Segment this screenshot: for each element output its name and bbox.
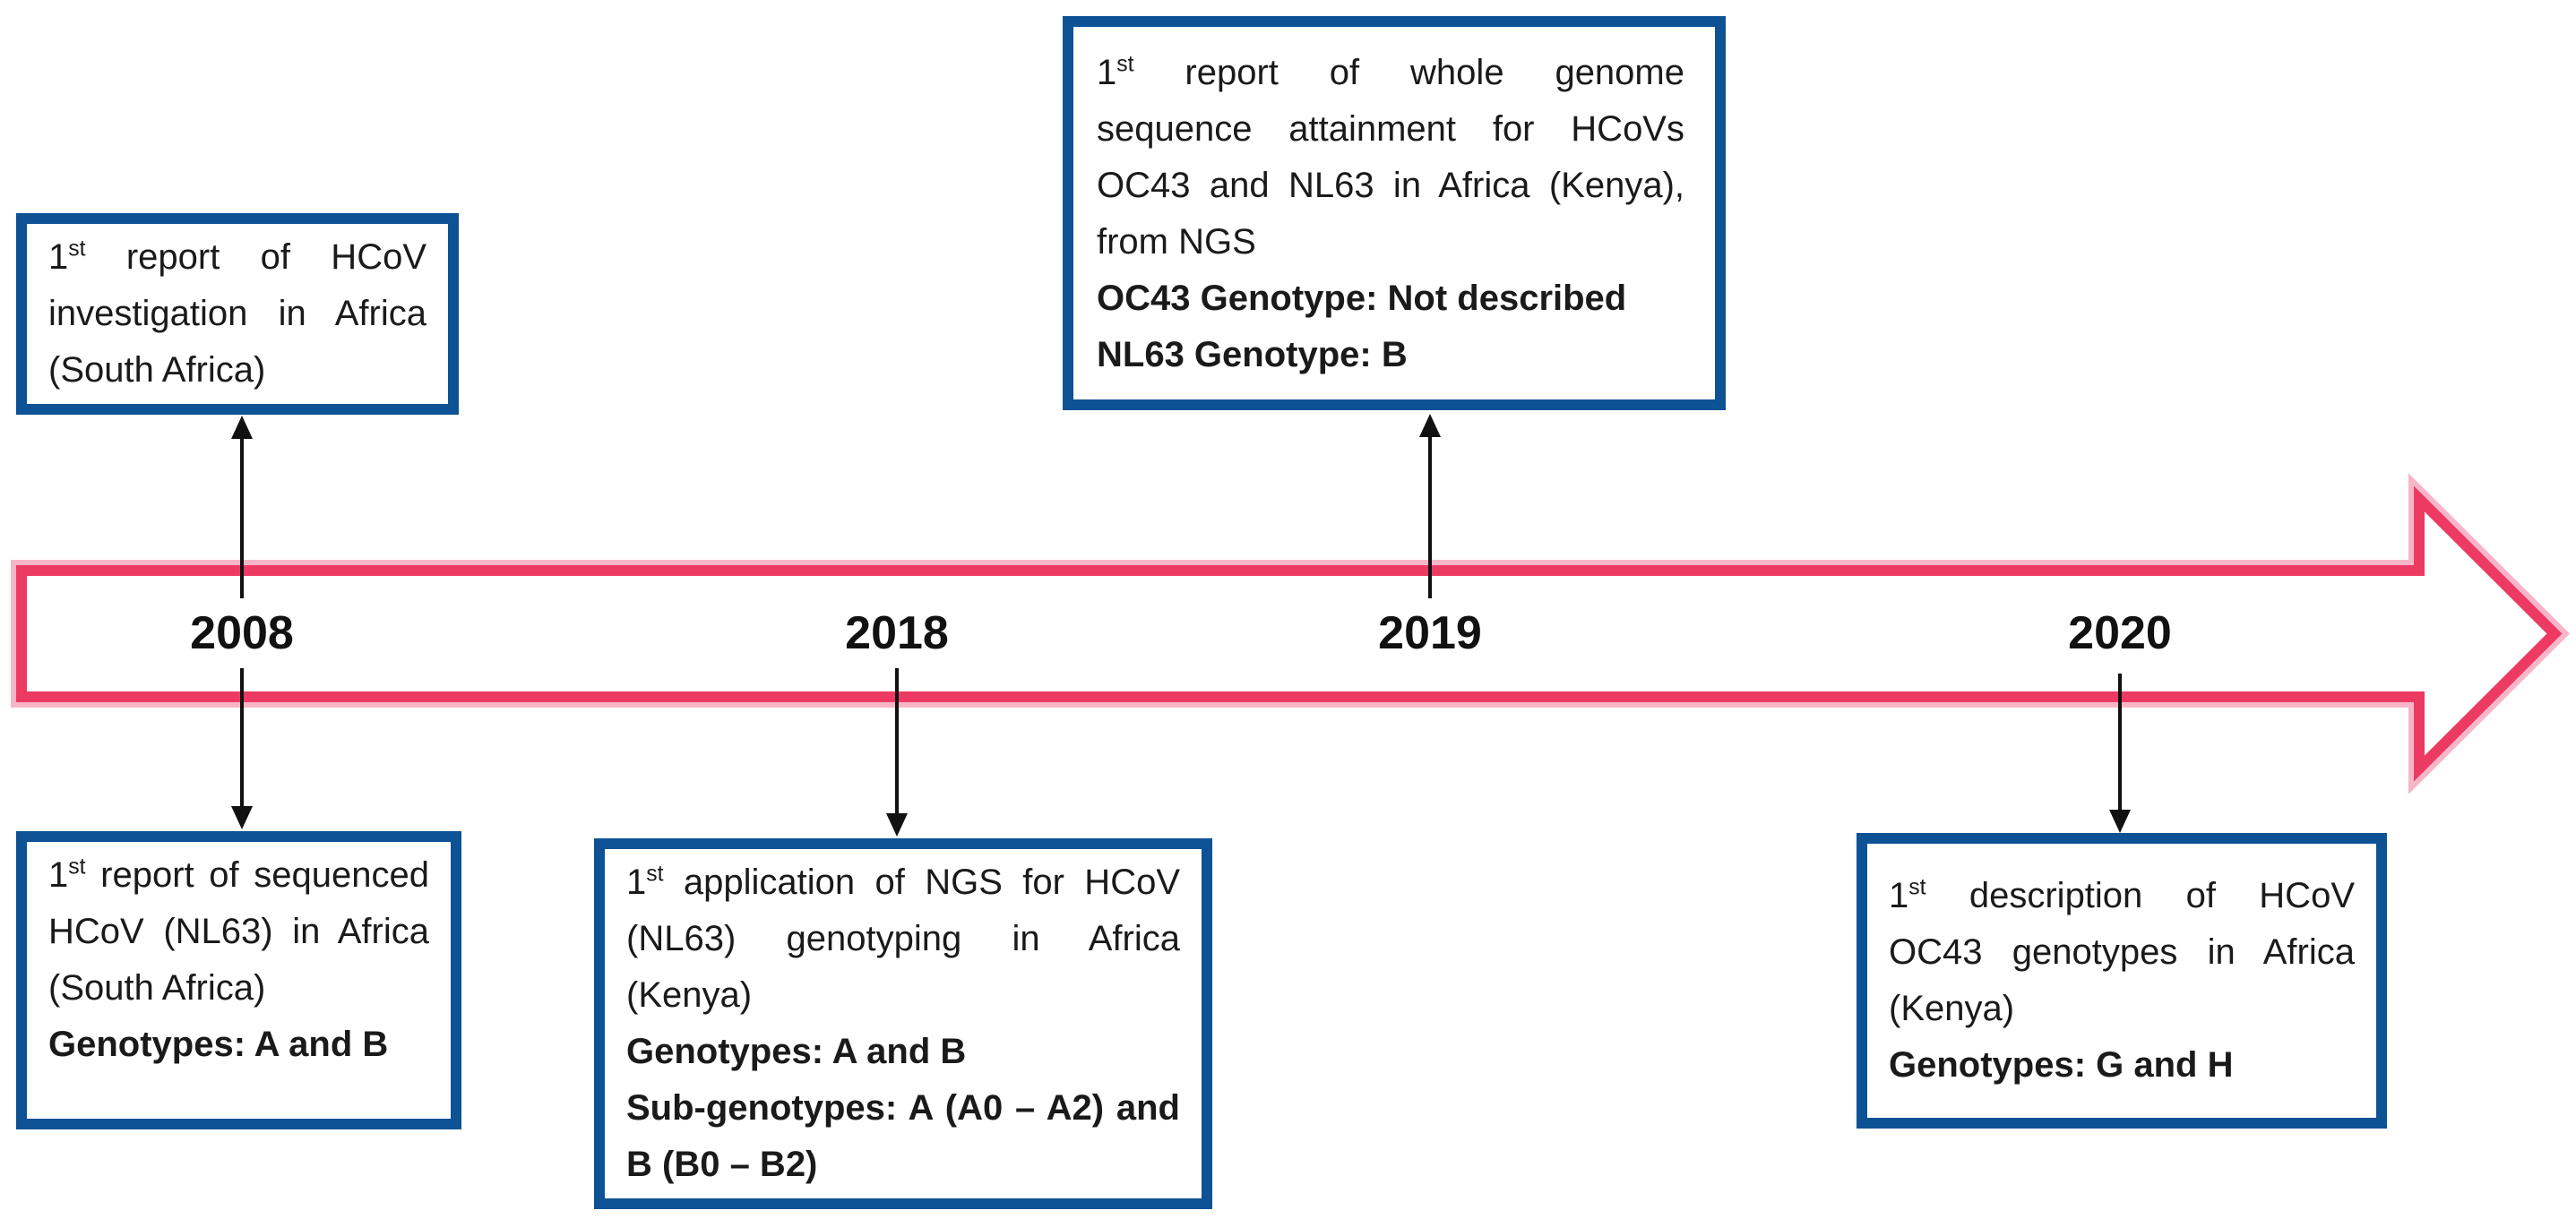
ordinal-suffix: st [1116,52,1134,77]
event-box-2020-below: 1st description of HCoV OC43 genotypes i… [1857,833,2387,1129]
event-text: 1st application of NGS for HCoV (NL63) g… [626,854,1180,1024]
connector-2019-up-arrowhead-icon [1419,414,1441,437]
event-box-2008-below: 1st report of sequenced HCoV (NL63) in A… [16,831,461,1129]
year-label-2020: 2020 [2068,607,2172,659]
event-genotype-line: Genotypes: G and H [1889,1045,2234,1085]
ordinal-number: 1 [1097,53,1117,92]
event-genotype-line: Genotypes: A and B [626,1032,967,1071]
event-description: report of whole genome sequence attainme… [1097,53,1684,262]
event-genotype-line: Sub-genotypes: A (A0 – A2) and B (B0 – B… [626,1088,1180,1184]
year-label-2019: 2019 [1378,607,1482,659]
ordinal-number: 1 [626,863,647,902]
year-label-2008: 2008 [190,607,294,659]
ordinal-number: 1 [48,855,69,895]
event-text: 1st report of whole genome sequence atta… [1097,45,1684,270]
event-text: 1st report of sequenced HCoV (NL63) in A… [48,847,429,1017]
event-description: description of HCoV OC43 genotypes in Af… [1889,876,2355,1028]
year-label-2018: 2018 [845,607,949,659]
ordinal-number: 1 [1889,876,1909,915]
event-text: 1st description of HCoV OC43 genotypes i… [1889,868,2355,1037]
ordinal-suffix: st [68,854,86,880]
event-box-2018-below: 1st application of NGS for HCoV (NL63) g… [594,838,1212,1209]
event-genotype-line: Genotypes: A and B [48,1025,389,1064]
connector-2018-down-arrowhead-icon [886,813,908,837]
event-genotype-line: OC43 Genotype: Not described [1097,279,1627,318]
connector-2008-down-arrowhead-icon [231,806,253,829]
ordinal-suffix: st [1908,875,1926,900]
event-genotype-line: NL63 Genotype: B [1097,335,1408,374]
event-description: report of sequenced HCoV (NL63) in Afric… [48,855,429,1008]
event-text: 1st report of HCoV investigation in Afri… [48,229,426,399]
ordinal-suffix: st [646,862,664,887]
event-box-2019-above: 1st report of whole genome sequence atta… [1063,16,1726,410]
event-description: report of HCoV investigation in Africa (… [48,237,426,390]
timeline-arrow [16,485,2563,782]
ordinal-number: 1 [48,237,69,277]
event-description: application of NGS for HCoV (NL63) genot… [626,863,1180,1015]
connector-2008-up-arrowhead-icon [231,416,253,439]
event-box-2008-above: 1st report of HCoV investigation in Afri… [16,213,459,415]
connector-2020-down-arrowhead-icon [2109,810,2131,833]
ordinal-suffix: st [68,236,86,262]
